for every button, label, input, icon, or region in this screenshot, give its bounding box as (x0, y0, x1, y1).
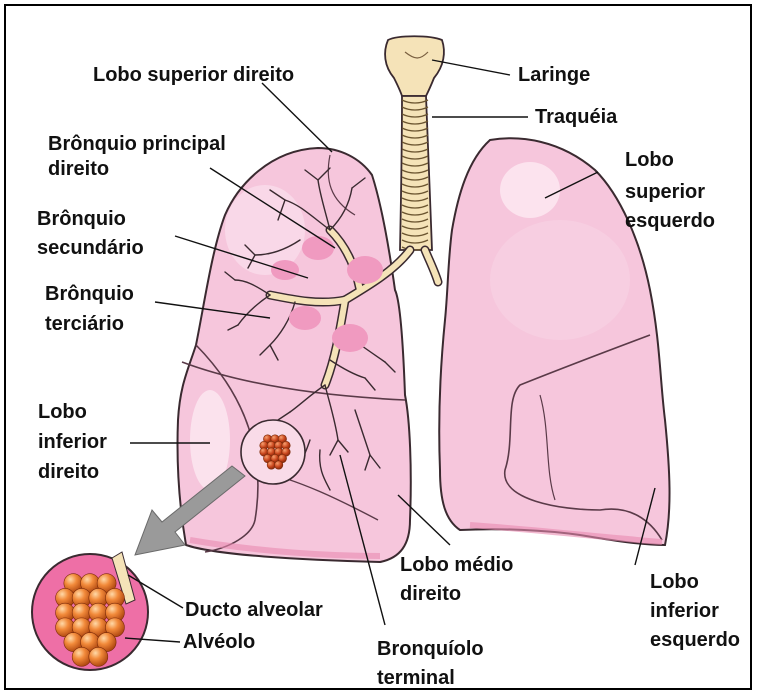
label-lobo-superior-esq-1: Lobo (625, 149, 674, 171)
alveolus (274, 461, 282, 469)
label-lobo-inferior-dir-2: inferior (38, 431, 107, 453)
label-bronquiolo-1: Bronquíolo (377, 638, 484, 660)
label-lobo-inferior-esq-1: Lobo (650, 571, 699, 593)
trachea (400, 96, 432, 250)
larynx (385, 36, 444, 96)
label-ducto-alveolar: Ducto alveolar (185, 599, 323, 621)
label-lobo-inferior-esq-3: esquerdo (650, 629, 740, 651)
label-lobo-inferior-dir-1: Lobo (38, 401, 87, 423)
label-lobo-superior-direito: Lobo superior direito (93, 64, 294, 86)
label-lobo-superior-esq-2: superior (625, 181, 705, 203)
label-bronquio-secundario-1: Brônquio (37, 208, 126, 230)
label-bronquiolo-2: terminal (377, 667, 455, 689)
label-lobo-superior-esq-3: esquerdo (625, 210, 715, 232)
label-alveolo: Alvéolo (183, 631, 255, 653)
label-bronquio-principal-2: direito (48, 158, 109, 180)
label-bronquio-terciario-2: terciário (45, 313, 124, 335)
label-traqueia: Traquéia (535, 106, 618, 128)
label-bronquio-terciario-1: Brônquio (45, 283, 134, 305)
label-lobo-inferior-dir-3: direito (38, 461, 99, 483)
label-lobo-inferior-esq-2: inferior (650, 600, 719, 622)
label-bronquio-principal-1: Brônquio principal (48, 133, 226, 155)
label-bronquio-secundario-2: secundário (37, 237, 144, 259)
label-lobo-medio-2: direito (400, 583, 461, 605)
magnified-spot (241, 420, 305, 484)
label-laringe: Laringe (518, 64, 590, 86)
label-lobo-medio-1: Lobo médio (400, 554, 513, 576)
alveoli-inset (32, 552, 148, 670)
alveolus (72, 647, 91, 666)
alveolus (89, 647, 108, 666)
